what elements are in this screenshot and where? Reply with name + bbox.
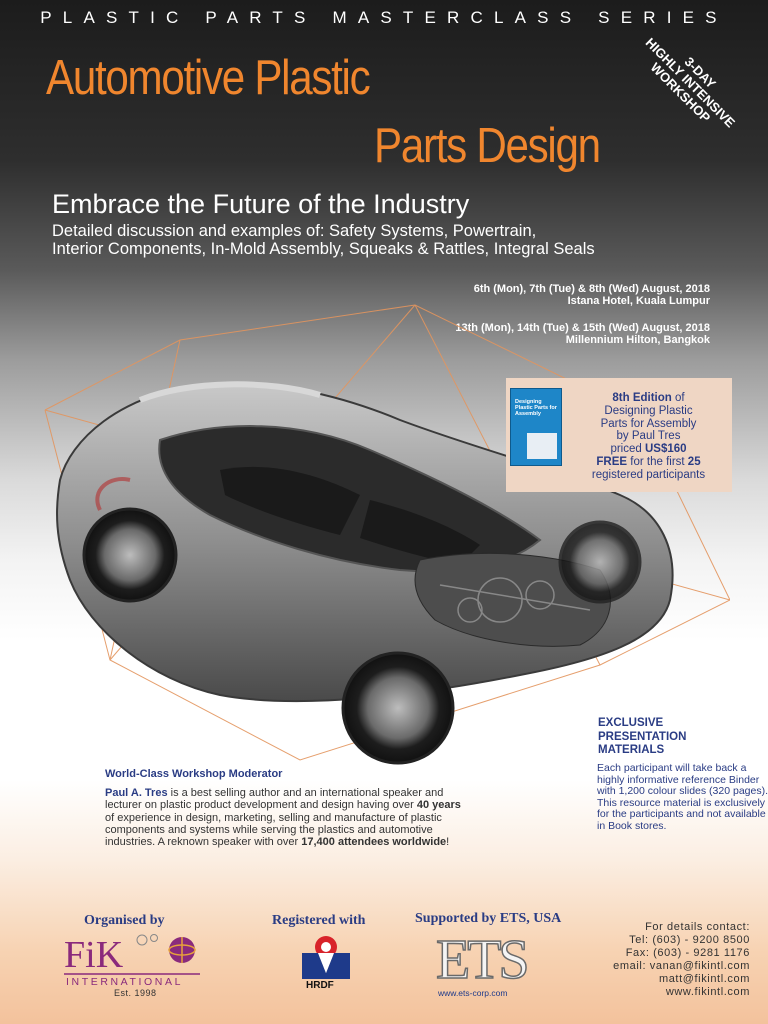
contact-line: www.fikintl.com [665,986,750,998]
book-promo-text: 8th Edition of Designing Plastic Parts f… [567,392,730,482]
schedule-venue: Millennium Hilton, Bangkok [565,334,710,346]
ets-logo: ETS www.ets-corp.com [435,929,536,998]
bio-attendees: 17,400 attendees worldwide [301,836,447,849]
fik-sub: INTERNATIONAL [66,976,184,988]
book-line: Parts for Assembly [600,417,697,430]
exclusive-heading-line: PRESENTATION [598,730,687,743]
exclusive-heading: EXCLUSIVE PRESENTATION MATERIALS [598,717,686,758]
headline: Embrace the Future of the Industry [52,189,470,219]
supported-label: Supported by ETS, USA [415,911,562,926]
hrdf-text: HRDF [306,980,334,991]
book-cover-title: Designing Plastic Parts for Assembly [515,399,557,417]
book-line: Designing Plastic [604,404,693,417]
book-free-rest: for the first [627,455,688,468]
book-price: US$160 [644,443,687,456]
book-edition: 8th Edition [612,392,672,404]
book-line: by Paul Tres [616,430,681,443]
book-count: 25 [687,455,701,468]
ets-url: www.ets-corp.com [438,988,508,998]
title-line-1: Automotive Plastic [46,51,371,105]
exclusive-text: Each participant will take back a highly… [597,762,768,832]
schedule-dates: 6th (Mon), 7th (Tue) & 8th (Wed) August,… [473,283,710,295]
bio-text: of experience in design, marketing, sell… [105,811,442,849]
fik-logo: FiK INTERNATIONAL Est. 1998 [64,934,204,998]
book-cover: Designing Plastic Parts for Assembly [510,388,562,466]
fik-est: Est. 1998 [114,988,157,998]
schedule-venue: Istana Hotel, Kuala Lumpur [567,295,710,307]
moderator-name: Paul A. Tres [105,787,168,799]
contact-line: Tel: (603) - 9200 8500 [629,934,750,946]
book-edition-rest: of [671,392,685,404]
ets-logo-text: ETS [435,929,530,991]
moderator-bio: Paul A. Tres is a best selling author an… [105,787,465,848]
exclusive-heading-line: MATERIALS [598,744,665,756]
registered-label: Registered with [272,913,366,928]
contact-block: For details contact: Tel: (603) - 9200 8… [613,921,750,999]
organised-label: Organised by [84,913,165,928]
car-illustration [44,304,730,765]
bio-text: ! [446,836,450,849]
workshop-ribbon: 3-DAY HIGHLY INTENSIVE WORKSHOP [619,12,762,155]
ribbon-line: HIGHLY INTENSIVE [642,34,739,131]
contact-line: matt@fikintl.com [658,973,750,985]
book-cover-image [527,433,557,459]
bio-text: is a best selling author and an internat… [105,787,444,812]
fik-logo-graphic [64,934,200,975]
schedule-kl: 6th (Mon), 7th (Tue) & 8th (Wed) August,… [474,283,710,307]
title-line-2: Parts Design [374,119,601,173]
book-price-prefix: priced [610,443,645,456]
hrdf-logo: HRDF [298,933,354,993]
contact-line: email: vanan@fikintl.com [613,960,750,972]
book-free: FREE [596,455,628,468]
subline-1: Detailed discussion and examples of: Saf… [52,222,537,240]
fik-name: FiK [64,934,124,976]
series-banner: PLASTIC PARTS MASTERCLASS SERIES [40,8,728,27]
exclusive-heading-line: EXCLUSIVE [598,717,664,729]
subline-2: Interior Components, In-Mold Assembly, S… [52,240,595,258]
hrdf-logo-graphic [302,936,350,979]
contact-line: For details contact: [645,921,750,933]
schedule-dates: 13th (Mon), 14th (Tue) & 15th (Wed) Augu… [455,322,710,334]
moderator-heading: World-Class Workshop Moderator [105,768,283,780]
schedule-bkk: 13th (Mon), 14th (Tue) & 15th (Wed) Augu… [455,322,710,346]
bio-years: 40 years [416,799,461,812]
book-line: registered participants [591,468,706,481]
contact-line: Fax: (603) - 9281 1176 [625,947,750,959]
